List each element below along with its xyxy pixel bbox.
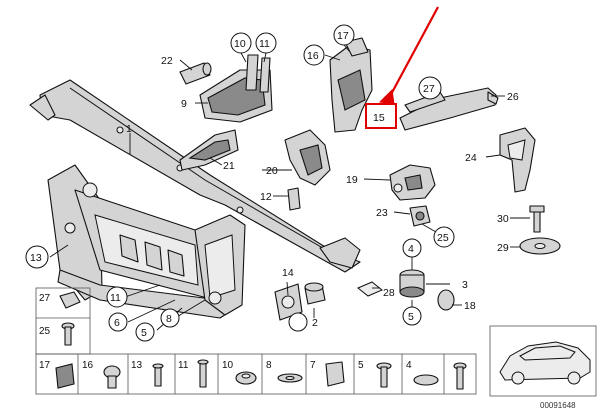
callout-2: 2 bbox=[312, 317, 318, 329]
part-9-bracket bbox=[199, 54, 273, 123]
red-arrow bbox=[387, 6, 439, 101]
callout-9: 9 bbox=[181, 98, 187, 110]
callout-23: 23 bbox=[376, 207, 388, 219]
part-12-clip bbox=[287, 187, 301, 211]
reference-number: 00091648 bbox=[540, 401, 576, 410]
callout-20: 20 bbox=[266, 165, 278, 177]
callout-14: 14 bbox=[282, 267, 294, 279]
callout-30: 30 bbox=[497, 213, 509, 225]
strip-label-10: 10 bbox=[222, 360, 234, 371]
part-20-duct bbox=[284, 129, 331, 186]
callout-15: 15 bbox=[373, 112, 385, 124]
strip-label-5: 5 bbox=[358, 360, 364, 371]
radiator-support-frame bbox=[29, 79, 361, 319]
callout-19: 19 bbox=[346, 174, 358, 186]
callout-12: 12 bbox=[260, 191, 272, 203]
side-label-25: 25 bbox=[39, 326, 51, 337]
part-30-bolt bbox=[529, 205, 545, 233]
part-14-plate bbox=[274, 282, 326, 321]
strip-label-4: 4 bbox=[406, 360, 412, 371]
callout-16: 16 bbox=[307, 50, 319, 62]
part-19-mount bbox=[389, 164, 436, 201]
callout-17: 17 bbox=[337, 30, 349, 42]
callout-26: 26 bbox=[507, 91, 519, 103]
bottom-fastener-strip: 17 16 13 11 10 8 7 5 4 bbox=[35, 353, 477, 395]
callout-1: 1 bbox=[126, 123, 132, 135]
part-3-mount-stack bbox=[399, 269, 455, 311]
highlight-annotation bbox=[365, 6, 439, 129]
callout-13: 13 bbox=[30, 252, 42, 264]
part-22-rod bbox=[179, 62, 212, 85]
callout-24: 24 bbox=[465, 152, 477, 164]
callout-11b: 11 bbox=[110, 292, 121, 304]
strip-label-16: 16 bbox=[82, 360, 94, 371]
callout-28: 28 bbox=[383, 287, 395, 299]
callout-3: 3 bbox=[462, 279, 468, 291]
part-28-strip bbox=[357, 281, 383, 297]
callout-18: 18 bbox=[464, 300, 476, 312]
highlight-box-part-15 bbox=[365, 103, 397, 129]
strip-label-7: 7 bbox=[310, 360, 316, 371]
strip-label-17: 17 bbox=[39, 360, 51, 371]
car-thumbnail: 00091648 bbox=[489, 325, 597, 410]
callout-11: 11 bbox=[259, 38, 270, 50]
callout-5b: 5 bbox=[141, 327, 147, 339]
part-21-bracket bbox=[179, 129, 239, 171]
callout-27: 27 bbox=[423, 83, 435, 95]
callout-29: 29 bbox=[497, 242, 509, 254]
leader-lines bbox=[49, 44, 530, 331]
callout-5: 5 bbox=[408, 311, 414, 323]
callouts: 1 2 3 4 5 5 6 8 9 10 11 11 12 13 14 15 1… bbox=[25, 24, 519, 342]
strip-label-11: 11 bbox=[178, 360, 189, 371]
strip-label-13: 13 bbox=[131, 360, 143, 371]
callout-10: 10 bbox=[234, 38, 246, 50]
callout-8: 8 bbox=[166, 313, 172, 325]
side-fastener-column: 27 25 bbox=[35, 287, 91, 355]
callout-25: 25 bbox=[437, 232, 449, 244]
callout-21: 21 bbox=[223, 160, 235, 172]
part-23-bush bbox=[409, 205, 431, 227]
callout-22: 22 bbox=[161, 55, 173, 67]
strip-label-8: 8 bbox=[266, 360, 272, 371]
callout-4: 4 bbox=[408, 243, 414, 255]
side-label-27: 27 bbox=[39, 293, 51, 304]
part-24-bracket bbox=[499, 127, 536, 193]
part-29-washer bbox=[519, 237, 561, 255]
part-26-cover bbox=[399, 87, 499, 131]
callout-6: 6 bbox=[114, 317, 120, 329]
